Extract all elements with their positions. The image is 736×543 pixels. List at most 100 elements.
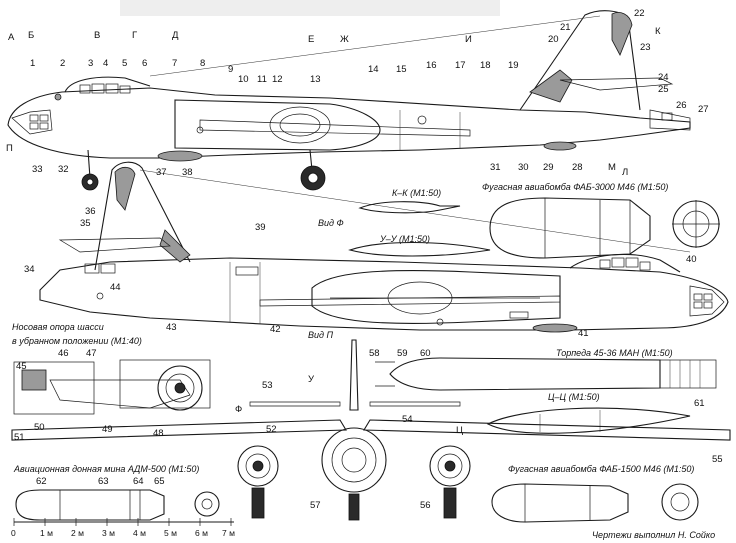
part-59: 59 (397, 348, 408, 359)
part-24: 24 (658, 72, 669, 83)
side-view-left (39, 161, 729, 333)
part-22: 22 (634, 8, 645, 19)
part-49: 49 (102, 424, 113, 435)
caption-section-kk: К–К (М1:50) (392, 188, 441, 198)
part-29: 29 (543, 162, 554, 173)
front-view (11, 339, 731, 521)
part-36: 36 (85, 206, 96, 217)
part-4: 4 (103, 58, 108, 69)
part-30: 30 (518, 162, 529, 173)
part-38: 38 (182, 167, 193, 178)
caption-credit: Чертежи выполнил Н. Сойко (592, 530, 715, 540)
marker-g: Г (132, 30, 137, 41)
marker-zh: Ж (340, 34, 349, 45)
caption-nose-gear-2: в убранном положении (М1:40) (12, 336, 142, 346)
part-21: 21 (560, 22, 571, 33)
marker-p: П (6, 143, 13, 154)
scale-tick-3: 3 м (102, 528, 115, 538)
part-26: 26 (676, 100, 687, 111)
part-12: 12 (272, 74, 283, 85)
scale-tick-1: 1 м (40, 528, 53, 538)
part-13: 13 (310, 74, 321, 85)
part-52: 52 (266, 424, 277, 435)
marker-v: В (94, 30, 100, 41)
part-34: 34 (24, 264, 35, 275)
part-40: 40 (686, 254, 697, 265)
caption-view-f: Вид Ф (318, 218, 344, 228)
part-5: 5 (122, 58, 127, 69)
part-50: 50 (34, 422, 45, 433)
part-60: 60 (420, 348, 431, 359)
bomb-end-view-3000 (672, 200, 720, 248)
marker-b: Б (28, 30, 34, 41)
scale-tick-0: 0 (11, 528, 16, 538)
marker-f: Ф (235, 404, 242, 415)
part-33: 33 (32, 164, 43, 175)
caption-bomb-fab1500: Фугасная авиабомба ФАБ-1500 М46 (М1:50) (508, 464, 694, 474)
part-3: 3 (88, 58, 93, 69)
section-cc (486, 407, 691, 434)
nose-gear-detail (13, 359, 211, 415)
part-39: 39 (255, 222, 266, 233)
marker-d: Д (172, 30, 179, 41)
part-42: 42 (270, 324, 281, 335)
caption-bomb-fab3000: Фугасная авиабомба ФАБ-3000 М46 (М1:50) (482, 182, 668, 192)
marker-e: Е (308, 34, 314, 45)
header-strip (120, 0, 500, 16)
part-25: 25 (658, 84, 669, 95)
caption-mine-adm500: Авиационная донная мина АДМ-500 (М1:50) (13, 464, 199, 474)
part-20: 20 (548, 34, 559, 45)
part-11: 11 (257, 74, 267, 85)
part-47: 47 (86, 348, 97, 359)
part-46: 46 (58, 348, 69, 359)
part-53: 53 (262, 380, 273, 391)
part-6: 6 (142, 58, 147, 69)
bomb-fab1500 (491, 483, 699, 523)
part-35: 35 (80, 218, 91, 229)
caption-view-p: Вид П (308, 330, 333, 340)
part-57: 57 (310, 500, 321, 511)
scale-tick-7: 7 м (222, 528, 235, 538)
part-54: 54 (402, 414, 413, 425)
part-64: 64 (133, 476, 144, 487)
part-7: 7 (172, 58, 177, 69)
caption-section-cc: Ц–Ц (М1:50) (548, 392, 600, 402)
part-62: 62 (36, 476, 47, 487)
part-14: 14 (368, 64, 379, 75)
part-58: 58 (369, 348, 380, 359)
mine-adm500 (15, 489, 220, 521)
part-17: 17 (455, 60, 466, 71)
marker-ts: Ц (456, 425, 463, 436)
bomb-section-kk (358, 201, 461, 214)
bomb-section-uu (348, 241, 491, 257)
part-41: 41 (578, 328, 589, 339)
scale-tick-4: 4 м (133, 528, 146, 538)
marker-a: А (8, 32, 15, 43)
scale-tick-6: 6 м (195, 528, 208, 538)
part-23: 23 (640, 42, 651, 53)
part-28: 28 (572, 162, 583, 173)
part-9: 9 (228, 64, 233, 75)
part-44: 44 (110, 282, 121, 293)
marker-m: М (608, 162, 616, 173)
part-56: 56 (420, 500, 431, 511)
bomb-fab3000 (489, 197, 651, 259)
part-63: 63 (98, 476, 109, 487)
torpedo (375, 357, 717, 391)
part-1: 1 (30, 58, 35, 69)
part-8: 8 (200, 58, 205, 69)
part-31: 31 (490, 162, 501, 173)
part-15: 15 (396, 64, 407, 75)
part-27: 27 (698, 104, 709, 115)
part-43: 43 (166, 322, 177, 333)
part-51: 51 (14, 432, 25, 443)
part-32: 32 (58, 164, 69, 175)
part-37: 37 (156, 167, 167, 178)
part-10: 10 (238, 74, 249, 85)
marker-i: И (465, 34, 472, 45)
part-45: 45 (16, 361, 27, 372)
part-61: 61 (694, 398, 705, 409)
part-2: 2 (60, 58, 65, 69)
marker-u: У (308, 374, 315, 385)
